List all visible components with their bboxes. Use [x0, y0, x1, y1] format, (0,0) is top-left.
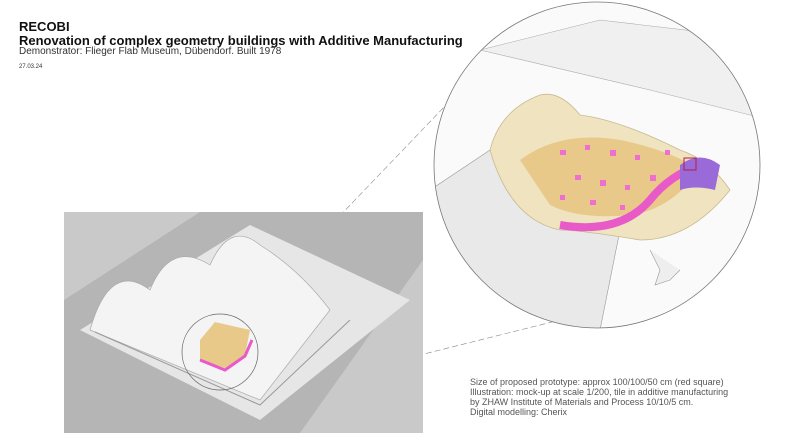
page-title: Renovation of complex geometry buildings…: [19, 32, 463, 48]
header: RECOBI Renovation of complex geometry bu…: [19, 20, 463, 70]
caption-line: by ZHAW Institute of Materials and Proce…: [470, 397, 694, 407]
aerial-building-image: [64, 212, 423, 433]
caption-line: Size of proposed prototype: approx 100/1…: [470, 377, 724, 387]
date: 27.03.24: [19, 63, 43, 70]
closeup-model-image: [433, 1, 761, 329]
caption: Size of proposed prototype: approx 100/1…: [470, 377, 728, 417]
project-name: RECOBI: [19, 19, 70, 34]
subtitle: Demonstrator: Flieger Flab Museum, Düben…: [19, 46, 282, 58]
caption-line: Illustration: mock-up at scale 1/200, ti…: [470, 387, 729, 397]
caption-line: Digital modelling: Cherix: [470, 407, 568, 417]
